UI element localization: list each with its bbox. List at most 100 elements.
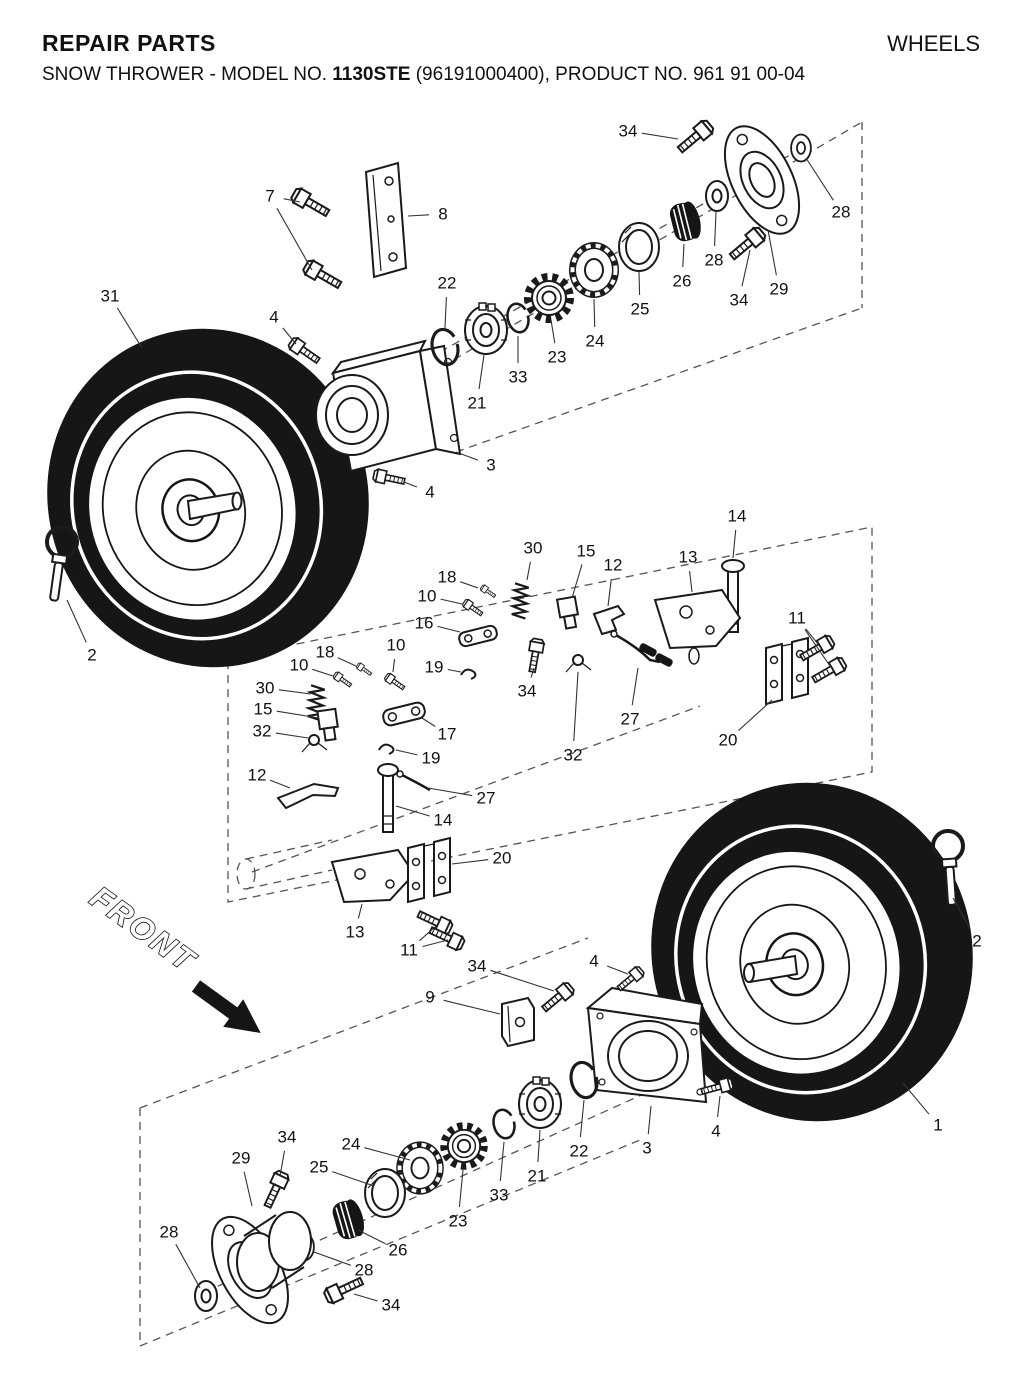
leader-line <box>443 999 501 1015</box>
leader-layer <box>66 132 971 1302</box>
part-9-bracket <box>501 996 535 1048</box>
part-callout-28: 28 <box>705 251 724 270</box>
part-callout-17: 17 <box>438 725 457 744</box>
part-18-screw-b <box>355 661 374 678</box>
part-callout-22: 22 <box>570 1142 589 1161</box>
part-callout-28: 28 <box>355 1261 374 1280</box>
part-21-hub-upper <box>464 302 508 355</box>
part-14-pin-left <box>377 763 399 833</box>
leader-line <box>444 296 447 329</box>
part-callout-21: 21 <box>468 394 487 413</box>
part-28-washer-upper-b <box>790 133 812 163</box>
part-callout-13: 13 <box>346 923 365 942</box>
leader-line <box>440 598 463 605</box>
part-34-bolt-upper-b <box>725 224 769 264</box>
part-callout-10: 10 <box>418 587 437 606</box>
part-callout-14: 14 <box>434 811 453 830</box>
leader-line <box>175 1243 201 1289</box>
part-callout-28: 28 <box>832 203 851 222</box>
part-callout-26: 26 <box>389 1241 408 1260</box>
part-callout-30: 30 <box>256 679 275 698</box>
part-callout-33: 33 <box>509 368 528 387</box>
leader-line <box>422 939 449 948</box>
part-27-rod-left <box>396 770 431 792</box>
part-callout-7: 7 <box>265 187 274 206</box>
leader-line <box>243 1171 253 1207</box>
part-15-clip-left <box>316 707 341 743</box>
part-callout-24: 24 <box>586 332 605 351</box>
leader-line <box>460 581 479 589</box>
part-25-race-upper <box>618 222 660 272</box>
leader-line <box>647 1105 652 1135</box>
part-3-housing-lower <box>585 986 708 1104</box>
part-callout-9: 9 <box>425 988 434 1007</box>
part-callout-13: 13 <box>679 548 698 567</box>
part-1-axle-stub <box>743 954 799 984</box>
part-19-clip-b <box>378 743 395 755</box>
leader-line <box>526 561 531 581</box>
part-callout-29: 29 <box>770 280 789 299</box>
part-callout-26: 26 <box>673 272 692 291</box>
part-callout-22: 22 <box>438 274 457 293</box>
part-callout-4: 4 <box>425 483 434 502</box>
part-callout-15: 15 <box>254 700 273 719</box>
leader-line <box>455 451 479 461</box>
leader-line <box>395 805 430 817</box>
part-3-housing-upper <box>315 339 462 473</box>
part-15-clip-right <box>556 595 581 631</box>
leader-line <box>682 243 685 268</box>
part-34-bolt-lower-a <box>259 1168 292 1211</box>
part-26-coupler-lower <box>329 1196 369 1243</box>
leader-line <box>631 667 639 706</box>
part-callout-14: 14 <box>728 507 747 526</box>
part-4-bolt-lower-a <box>614 964 647 994</box>
part-8-bracket <box>364 161 408 279</box>
leader-line <box>276 207 313 271</box>
part-callout-33: 33 <box>490 1186 509 1205</box>
leader-line <box>275 732 309 739</box>
leader-line <box>478 354 485 390</box>
leader-line <box>278 689 312 695</box>
leader-line <box>804 629 831 667</box>
leader-line <box>407 214 430 217</box>
leader-line <box>593 298 596 328</box>
part-callout-34: 34 <box>468 957 487 976</box>
part-callout-12: 12 <box>604 556 623 575</box>
leader-line <box>357 903 363 919</box>
part-callout-8: 8 <box>438 205 447 224</box>
part-10-screw-a <box>461 597 485 619</box>
part-callout-10: 10 <box>387 636 406 655</box>
part-callout-4: 4 <box>589 952 598 971</box>
part-12-strip-left <box>276 782 340 810</box>
leader-line <box>447 668 462 673</box>
part-callout-16: 16 <box>415 614 434 633</box>
leader-line <box>717 1095 721 1118</box>
title-row: REPAIR PARTS WHEELS <box>42 30 980 57</box>
leader-line <box>427 787 473 797</box>
part-33-ring-lower <box>489 1106 519 1142</box>
part-callout-32: 32 <box>253 722 272 741</box>
part-callout-34: 34 <box>730 291 749 310</box>
part-callout-27: 27 <box>621 710 640 729</box>
part-callout-2: 2 <box>972 932 981 951</box>
part-callout-25: 25 <box>310 1158 329 1177</box>
leader-line <box>392 658 396 673</box>
part-31-axle-stub <box>186 491 243 521</box>
part-callout-23: 23 <box>449 1212 468 1231</box>
leader-line <box>805 157 834 201</box>
leader-line <box>421 717 436 727</box>
part-callout-30: 30 <box>524 539 543 558</box>
part-callout-34: 34 <box>518 682 537 701</box>
page-title: REPAIR PARTS <box>42 30 216 56</box>
part-callout-23: 23 <box>548 348 567 367</box>
leader-line <box>451 859 489 865</box>
part-callout-25: 25 <box>631 300 650 319</box>
axle-tube-hidden <box>236 839 333 890</box>
leader-line <box>337 657 357 667</box>
leader-line <box>276 710 320 719</box>
leader-line <box>902 1082 930 1115</box>
leader-line <box>714 211 717 247</box>
part-23-sprocket-upper <box>528 277 570 319</box>
header: REPAIR PARTS WHEELS SNOW THROWER - MODEL… <box>42 30 980 86</box>
